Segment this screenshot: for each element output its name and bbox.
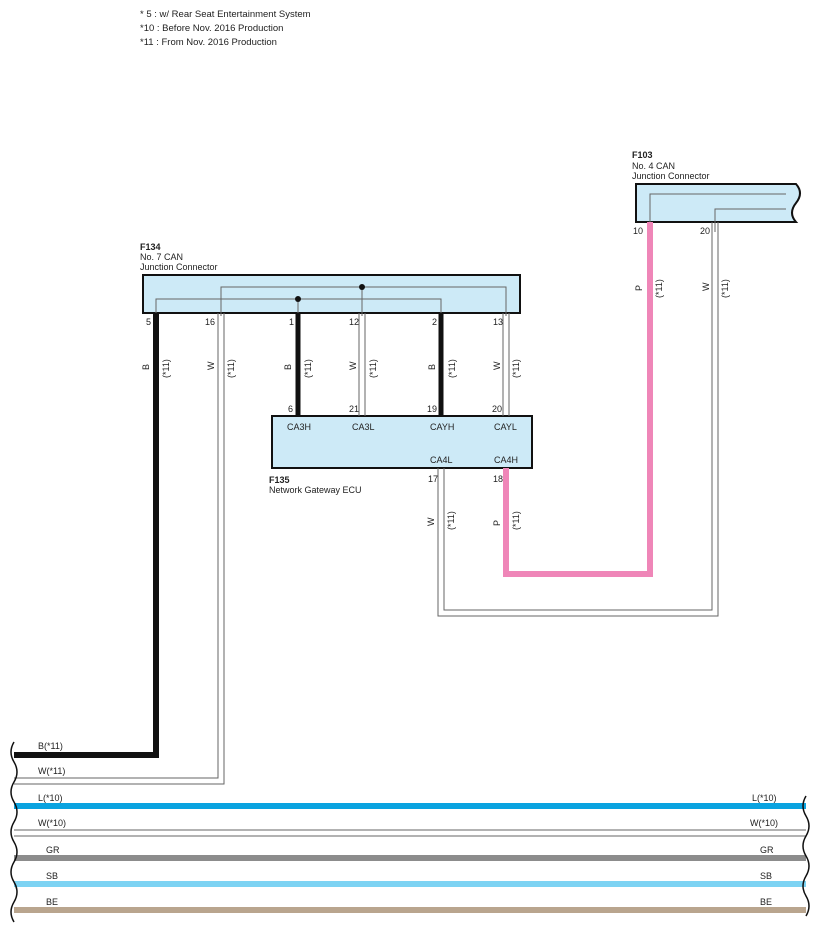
wire-w-f134-16-inner bbox=[14, 313, 225, 785]
wire-note-pin2: (*11) bbox=[447, 359, 457, 378]
wire-w-f134-16-outer bbox=[14, 313, 219, 779]
wire-label-w-pin16: W bbox=[206, 361, 216, 370]
harness-label-right-gr: GR bbox=[760, 845, 774, 855]
f135-terminal-cayh: CAYH bbox=[430, 422, 454, 432]
harness-label-right-be: BE bbox=[760, 897, 772, 907]
harness-label-right-l10: L(*10) bbox=[752, 793, 777, 803]
f134-splice-h bbox=[295, 296, 301, 302]
f103-internal-wire-10 bbox=[649, 193, 786, 232]
f135-terminal-ca4l: CA4L bbox=[430, 455, 453, 465]
note-10: *10 : Before Nov. 2016 Production bbox=[140, 23, 283, 34]
f135-code: F135 bbox=[269, 475, 290, 485]
wire-note-pin17: (*11) bbox=[446, 511, 456, 530]
f135-pin-20: 20 bbox=[492, 404, 502, 414]
wire-w-f134-13-to-f135-20 bbox=[502, 313, 510, 416]
wire-label-p-pin18: P bbox=[492, 520, 502, 526]
f134-splice-l bbox=[359, 284, 365, 290]
wire-label-b-pin1: B bbox=[283, 364, 293, 370]
wire-note-pin1: (*11) bbox=[303, 359, 313, 378]
harness-label-left-b11: B(*11) bbox=[38, 741, 63, 751]
wire-p-f135-18-to-f103-10 bbox=[503, 222, 653, 577]
wire-note-f103-10: (*11) bbox=[654, 279, 664, 298]
f135-pin-6: 6 bbox=[288, 404, 293, 414]
wire-w-f135-17-inner bbox=[443, 222, 713, 611]
wire-label-b-pin2: B bbox=[427, 364, 437, 370]
f134-code: F134 bbox=[140, 242, 161, 252]
wire-note-pin13: (*11) bbox=[511, 359, 521, 378]
wire-label-w-pin17: W bbox=[426, 517, 436, 526]
f103-connector-box bbox=[635, 183, 801, 223]
f135-terminal-ca3h: CA3H bbox=[287, 422, 311, 432]
harness-label-right-w10: W(*10) bbox=[750, 818, 778, 828]
f135-name: Network Gateway ECU bbox=[269, 485, 362, 495]
harness-label-left-w11: W(*11) bbox=[38, 766, 65, 776]
f103-pin-20: 20 bbox=[700, 226, 710, 236]
harness-label-left-l10: L(*10) bbox=[38, 793, 63, 803]
note-5: * 5 : w/ Rear Seat Entertainment System bbox=[140, 9, 311, 20]
f135-pin-19: 19 bbox=[427, 404, 437, 414]
f135-terminal-ca3l: CA3L bbox=[352, 422, 375, 432]
f135-ecu-box bbox=[271, 415, 533, 469]
harness-label-right-sb: SB bbox=[760, 871, 772, 881]
wire-note-pin18: (*11) bbox=[511, 511, 521, 530]
harness-label-left-be: BE bbox=[46, 897, 58, 907]
wire-label-w-pin12: W bbox=[348, 361, 358, 370]
f135-pin-21: 21 bbox=[349, 404, 359, 414]
f134-pin-16: 16 bbox=[205, 317, 215, 327]
harness-label-left-gr: GR bbox=[46, 845, 60, 855]
wire-note-pin12: (*11) bbox=[368, 359, 378, 378]
f135-terminal-cayl: CAYL bbox=[494, 422, 517, 432]
harness-label-left-sb: SB bbox=[46, 871, 58, 881]
f103-pin-10: 10 bbox=[633, 226, 643, 236]
f103-name-2: Junction Connector bbox=[632, 171, 710, 181]
wire-label-b-pin5: B bbox=[141, 364, 151, 370]
f103-code: F103 bbox=[632, 150, 653, 160]
f134-name-2: Junction Connector bbox=[140, 262, 218, 272]
wire-note-pin5: (*11) bbox=[161, 359, 171, 378]
wire-b-f134-5-to-harness bbox=[14, 313, 159, 758]
wire-label-w-pin13: W bbox=[492, 361, 502, 370]
f135-terminal-ca4h: CA4H bbox=[494, 455, 518, 465]
note-11: *11 : From Nov. 2016 Production bbox=[140, 37, 277, 48]
f134-name-1: No. 7 CAN bbox=[140, 252, 183, 262]
f134-pin-13: 13 bbox=[493, 317, 503, 327]
wire-note-f103-20: (*11) bbox=[720, 279, 730, 298]
f135-pin-18: 18 bbox=[493, 474, 503, 484]
f103-internal-wire-20 bbox=[714, 208, 786, 232]
wire-w-f134-12-to-f135-21 bbox=[358, 313, 366, 416]
wire-label-p-f103-10: P bbox=[634, 285, 644, 291]
wire-w-f135-17-outer bbox=[437, 222, 719, 617]
left-break-line bbox=[10, 741, 18, 923]
f103-name-1: No. 4 CAN bbox=[632, 161, 675, 171]
f134-connector-box bbox=[142, 274, 521, 314]
f135-pin-17: 17 bbox=[428, 474, 438, 484]
f134-pin-2: 2 bbox=[432, 317, 437, 327]
wire-note-pin16: (*11) bbox=[226, 359, 236, 378]
wire-label-w-f103-20: W bbox=[701, 282, 711, 291]
harness-label-left-w10: W(*10) bbox=[38, 818, 66, 828]
f134-pin-12: 12 bbox=[349, 317, 359, 327]
f134-pin-5: 5 bbox=[146, 317, 151, 327]
right-break-line bbox=[802, 795, 810, 917]
f134-pin-1: 1 bbox=[289, 317, 294, 327]
